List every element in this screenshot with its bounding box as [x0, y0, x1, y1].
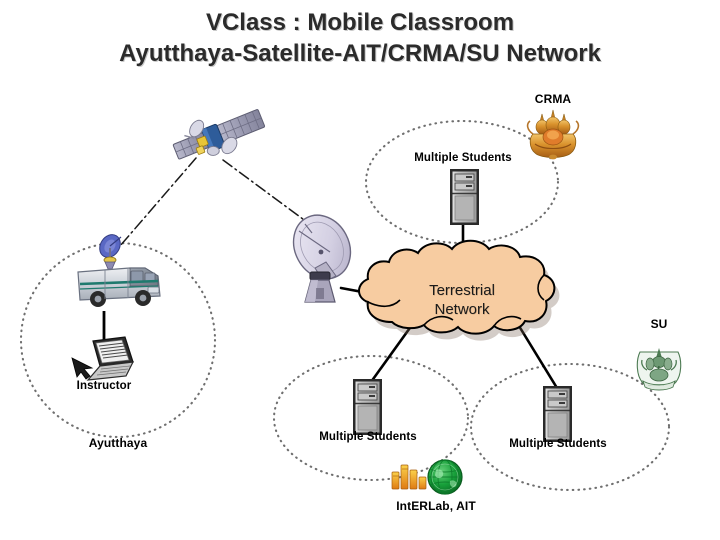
site-label-su: SU [650, 317, 668, 331]
site-boundary-ait [272, 354, 470, 482]
site-boundary-su [469, 362, 671, 492]
link-cloud-to-ait-server [369, 323, 414, 384]
laptop-icon [71, 336, 135, 381]
site-label-crma: CRMA [534, 92, 572, 106]
terrestrial-network-cloud [358, 239, 560, 341]
instructor-label: Instructor [76, 380, 132, 392]
cloud-label: Terrestrial Network [392, 281, 532, 319]
crma-crest-logo [526, 109, 580, 160]
cloud-label-line-2: Network [434, 301, 490, 318]
van-roof-dish-icon [99, 234, 122, 270]
ait-globe-seal-logo [427, 459, 463, 495]
svg-text:··············: ·············· [648, 384, 664, 388]
satellite-icon [172, 109, 266, 160]
satellite-link-satellite-to-dish [222, 159, 316, 229]
satellite-ground-station-dish-icon [292, 214, 352, 303]
cloud-label-line-1: Terrestrial [429, 282, 495, 299]
mobile-classroom-van-icon [77, 234, 161, 307]
satellite-link-van-to-satellite [119, 157, 197, 247]
su-ganesha-logo: ·············· [636, 348, 682, 391]
server-tower-icon-ait [353, 379, 382, 435]
crma-students-label: Multiple Students [414, 152, 512, 164]
ait-students-label: Multiple Students [319, 431, 417, 443]
interlab-logo [391, 464, 427, 490]
link-cloud-to-su-server [517, 324, 559, 390]
site-label-ayutthaya: Ayutthaya [88, 436, 148, 450]
page-title: VClass : Mobile Classroom Ayutthaya-Sate… [0, 8, 720, 70]
site-label-ait: IntERLab, AIT [396, 499, 476, 513]
server-tower-icon-su [543, 386, 572, 442]
su-students-label: Multiple Students [509, 438, 607, 450]
title-line-2: Ayutthaya-Satellite-AIT/CRMA/SU Network [119, 40, 601, 67]
title-line-1: VClass : Mobile Classroom [205, 9, 515, 36]
server-tower-icon-crma [450, 169, 479, 225]
